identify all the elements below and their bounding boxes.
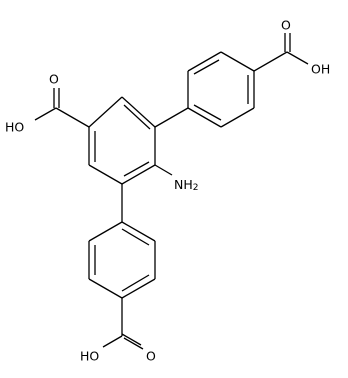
bond	[121, 278, 156, 299]
bond	[88, 164, 123, 185]
bond	[55, 107, 90, 128]
bond	[154, 164, 173, 176]
double-bond-inner	[193, 104, 222, 121]
bond	[220, 107, 255, 128]
oxygen-label: O	[281, 18, 291, 33]
bond	[187, 51, 222, 72]
bond	[187, 107, 222, 128]
bond	[88, 96, 123, 128]
double-bond-inner	[121, 274, 150, 292]
bond	[102, 335, 123, 348]
double-bond-inner	[123, 104, 151, 130]
amine-label: NH2	[174, 177, 198, 194]
bond	[220, 51, 255, 72]
carboxyl-bottom: O HO	[80, 298, 156, 364]
amine-subscript: 2	[193, 183, 199, 193]
double-bond-inner	[123, 161, 150, 177]
bond	[253, 51, 288, 72]
amine-nh: NH	[174, 177, 193, 192]
upper-right-ring	[154, 51, 255, 128]
bond	[121, 164, 156, 185]
bond	[88, 221, 123, 242]
bond	[286, 51, 309, 65]
carboxyl-upper-left: O HO	[5, 72, 90, 135]
double-bond	[121, 333, 142, 346]
double-bond-inner	[193, 59, 220, 75]
oxygen-label: O	[146, 349, 156, 364]
double-bond	[123, 337, 144, 350]
amino-group: NH2	[154, 164, 198, 194]
lower-ring	[88, 184, 156, 299]
bond	[34, 107, 57, 121]
carboxyl-top-right: O OH	[253, 18, 330, 77]
hydroxyl-label: OH	[311, 62, 330, 77]
oxygen-label: O	[49, 72, 59, 87]
bond	[121, 221, 156, 242]
bond	[88, 278, 123, 299]
hydroxyl-label: HO	[80, 349, 99, 364]
bond	[154, 107, 189, 128]
hydroxyl-label: HO	[5, 120, 24, 135]
central-ring	[88, 96, 156, 185]
bond	[121, 96, 156, 128]
double-bond-inner	[121, 228, 150, 246]
